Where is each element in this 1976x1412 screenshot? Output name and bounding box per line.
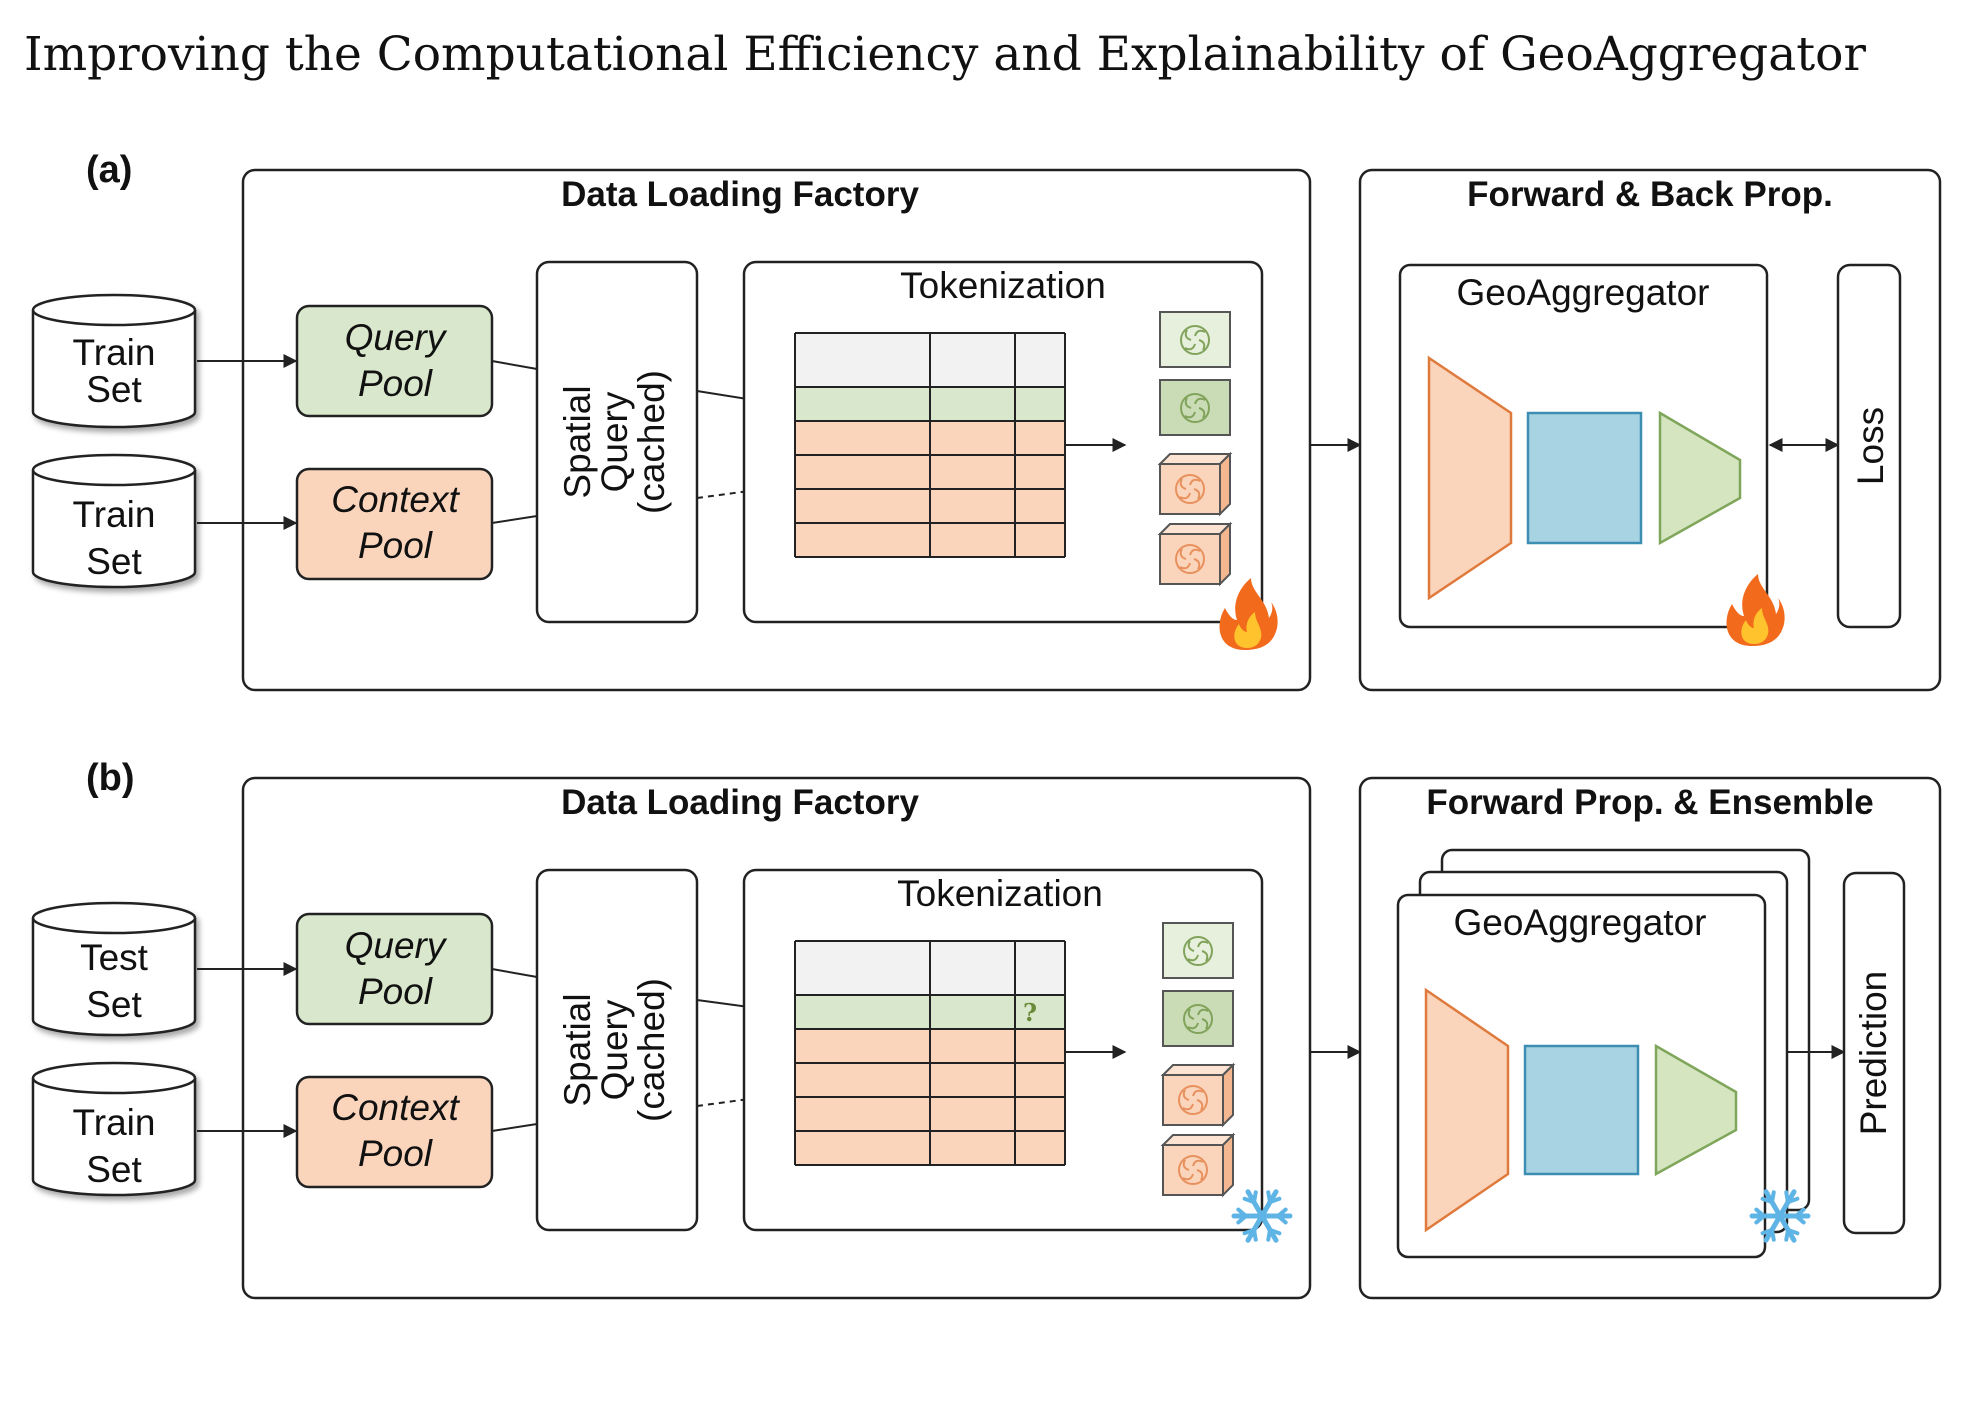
token-swirl-icon (1180, 393, 1210, 423)
token-swirl-icon (1183, 936, 1213, 966)
input-b-2-line2: Set (86, 1149, 142, 1190)
spatial-query-b-line2: Query (594, 999, 635, 1100)
core-block-b (1523, 1044, 1640, 1176)
loss-label: Loss (1850, 407, 1891, 485)
input-cylinder-a-1 (31, 293, 197, 429)
input-cylinder-b-1 (31, 901, 197, 1037)
tokenization-title-b: Tokenization (897, 873, 1103, 914)
panel-a-label: (a) (86, 149, 132, 191)
query-pool-a-line1: Query (345, 317, 448, 358)
page-title: Improving the Computational Efficiency a… (24, 27, 1866, 82)
panel-a: (a) Train Set Train Set Data Loading Fac… (31, 149, 1942, 692)
context-pool-b-line1: Context (331, 1087, 460, 1128)
encoder-block-b (1424, 987, 1510, 1233)
context-pool-a-line2: Pool (358, 525, 434, 566)
query-pool-b-line2: Pool (358, 971, 434, 1012)
query-pool-a-line2: Pool (358, 363, 434, 404)
context-pool-a-line1: Context (331, 479, 460, 520)
context-pool-a (295, 467, 494, 581)
factory-box-a (241, 168, 1312, 692)
token-swirl-icon (1178, 1155, 1208, 1185)
fire-icon (1726, 574, 1785, 646)
spatial-query-a (535, 260, 699, 624)
core-block-a (1526, 411, 1643, 545)
connector-query-a (491, 360, 538, 370)
input-a-1-line1: Train (73, 332, 156, 373)
query-token-light (1159, 311, 1231, 368)
model-section-title-a: Forward & Back Prop. (1467, 175, 1833, 214)
token-stack-a (1157, 311, 1233, 587)
token-stack-b (1160, 922, 1236, 1198)
spatial-query-a-line3: (cached) (631, 370, 672, 514)
loss-box (1836, 263, 1902, 629)
context-token (1157, 521, 1233, 587)
prediction-box (1842, 871, 1906, 1235)
input-b-1-line2: Set (86, 984, 142, 1025)
input-a-2-line1: Train (73, 494, 156, 535)
model-section-box-a (1358, 168, 1942, 692)
geoaggregator-title-b: GeoAggregator (1453, 902, 1706, 943)
encoder-block-a (1427, 355, 1513, 601)
spatial-query-b-line3: (cached) (631, 978, 672, 1122)
token-swirl-icon (1180, 325, 1210, 355)
input-b-2-line1: Train (73, 1102, 156, 1143)
connector-query-b (491, 968, 538, 978)
spatial-query-b-line1: Spatial (557, 993, 598, 1106)
context-token (1157, 451, 1233, 517)
query-token (1159, 379, 1231, 436)
panel-b-label: (b) (86, 757, 135, 799)
query-pool-b-line1: Query (345, 925, 448, 966)
spatial-query-a-line1: Spatial (557, 385, 598, 498)
spatial-query-b (535, 868, 699, 1232)
snowflake-icon (1231, 1189, 1293, 1243)
connector-context-a (491, 515, 538, 524)
model-section-box-b (1358, 776, 1942, 1300)
connector-context-b (491, 1123, 538, 1132)
query-token (1162, 990, 1234, 1047)
token-swirl-icon (1175, 474, 1205, 504)
token-swirl-icon (1175, 544, 1205, 574)
snowflake-icon (1749, 1189, 1811, 1243)
input-b-1-line1: Test (80, 937, 149, 978)
unknown-target-marker: ? (1023, 998, 1037, 1027)
decoder-block-a (1658, 410, 1742, 546)
fire-icon (1219, 578, 1278, 650)
prediction-label: Prediction (1853, 971, 1894, 1136)
tokenization-title-a: Tokenization (900, 265, 1106, 306)
factory-title-b: Data Loading Factory (561, 783, 919, 822)
context-pool-b (295, 1075, 494, 1189)
model-section-title-b: Forward Prop. & Ensemble (1426, 783, 1873, 822)
factory-box-b (241, 776, 1312, 1300)
decoder-block-b (1654, 1043, 1738, 1177)
context-token (1160, 1132, 1236, 1198)
context-pool-b-line2: Pool (358, 1133, 434, 1174)
token-table-a (794, 332, 1066, 558)
token-swirl-icon (1183, 1004, 1213, 1034)
input-a-1-line2: Set (86, 369, 142, 410)
token-table-b (794, 940, 1066, 1166)
input-cylinder-a-2 (31, 453, 197, 589)
geoaggregator-title-a: GeoAggregator (1456, 272, 1709, 313)
context-token (1160, 1062, 1236, 1128)
factory-title-a: Data Loading Factory (561, 175, 919, 214)
spatial-query-a-line2: Query (594, 391, 635, 492)
token-swirl-icon (1178, 1085, 1208, 1115)
query-token-light (1162, 922, 1234, 979)
input-cylinder-b-2 (31, 1061, 197, 1197)
input-a-2-line2: Set (86, 541, 142, 582)
panel-b: (b) Test Set Train Set Data Loading Fact… (31, 757, 1942, 1300)
